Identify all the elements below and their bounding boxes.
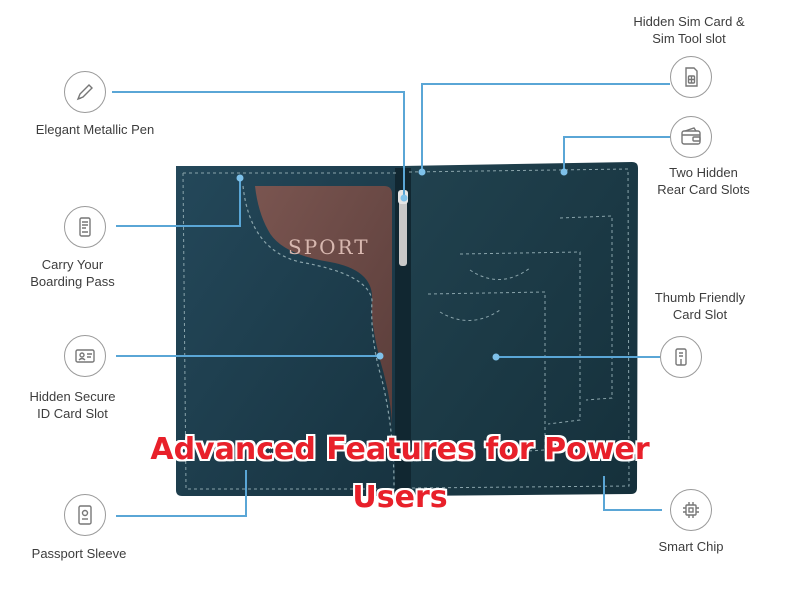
thumb-notch-2 xyxy=(439,309,501,321)
label-pen: Elegant Metallic Pen xyxy=(35,122,155,137)
banner-title-line-2: Users xyxy=(352,480,448,515)
dot-boarding xyxy=(236,174,244,182)
thumb-notch xyxy=(469,267,531,280)
dot-sim xyxy=(418,168,426,176)
dot-rear-slots xyxy=(560,168,568,176)
dot-thumb-slot xyxy=(492,353,500,361)
label-secure-id: Hidden Secure ID Card Slot xyxy=(29,389,116,421)
leader-boarding xyxy=(116,178,241,227)
pen-icon xyxy=(64,71,106,113)
passport-icon xyxy=(64,494,106,536)
passport-booklet xyxy=(255,186,392,430)
id-card-icon xyxy=(64,335,106,377)
passport-sleeve-pocket xyxy=(242,185,395,487)
leader-lines xyxy=(112,83,670,517)
label-smart-chip: Smart Chip xyxy=(658,539,724,554)
wallet-right-panel xyxy=(402,162,638,496)
leader-dots xyxy=(236,168,568,361)
sim-card-icon xyxy=(670,56,712,98)
leader-rear-slots xyxy=(563,136,670,172)
passport-cover-text: SPORT xyxy=(288,235,370,259)
label-rear-slots: Two Hidden Rear Card Slots xyxy=(657,165,750,197)
leader-smart-chip xyxy=(603,476,662,511)
wallet: SPORT xyxy=(176,162,638,496)
rear-card-slot xyxy=(559,215,613,401)
wallet-icon xyxy=(670,116,712,158)
pen-clip xyxy=(399,196,407,266)
card-slot-icon xyxy=(660,336,702,378)
label-passport-sleeve: Passport Sleeve xyxy=(31,546,127,561)
banner-title-line-1: Advanced Features for Power xyxy=(150,432,650,467)
label-sim: Hidden Sim Card & Sim Tool slot xyxy=(633,14,745,46)
leader-passport-sleeve xyxy=(116,470,247,517)
chip-icon xyxy=(670,489,712,531)
label-boarding: Carry Your Boarding Pass xyxy=(30,257,115,289)
dot-pen xyxy=(400,194,408,202)
ticket-icon xyxy=(64,206,106,248)
label-thumb-slot: Thumb Friendly Card Slot xyxy=(654,290,746,322)
dot-secure-id xyxy=(376,352,384,360)
card-slot-top xyxy=(459,251,581,425)
leader-pen xyxy=(112,91,405,198)
wallet-stitching xyxy=(182,168,630,490)
leader-sim xyxy=(421,83,670,172)
